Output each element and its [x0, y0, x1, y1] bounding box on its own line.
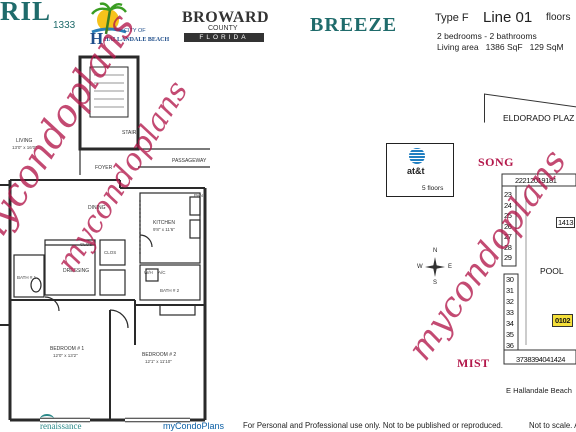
city-logo-line1: CITY OF [124, 28, 146, 34]
compass-icon [425, 257, 445, 277]
pool-label: POOL [540, 266, 564, 276]
att-floors: 5 floors [422, 185, 444, 192]
att-building [386, 143, 454, 197]
street-label: E Hallandale Beach [506, 386, 572, 395]
site-mid-units: 30 31 32 33 34 35 36 [506, 274, 520, 351]
unit-33: 33 [506, 308, 514, 317]
room-dressing: DRESSING [63, 268, 90, 274]
unit-25: 25 [504, 211, 512, 220]
room-passageway: PASSAGEWAY [172, 158, 207, 164]
att-logo: at&t [407, 166, 425, 176]
unit-27: 27 [504, 232, 512, 241]
city-logo-line2: HALLANDALE BEACH [104, 37, 170, 43]
unit-35: 35 [506, 330, 514, 339]
unit-31: 31 [506, 286, 514, 295]
building-name-partial: RIL [0, 0, 52, 26]
site-top-units: 22212019181 [515, 176, 557, 185]
renaissance-logo-icon [40, 414, 54, 424]
unit-line: Line 01 [483, 9, 533, 26]
city-logo-h: H [90, 29, 104, 48]
room-kitchen: KITCHEN [153, 220, 175, 226]
compass [424, 256, 446, 278]
site-building-outline [501, 173, 576, 365]
compass-e: E [448, 264, 453, 270]
site-right-units: 1413 [556, 217, 576, 228]
unit-23: 23 [504, 190, 512, 199]
broward-logo: BROWARD COUNTY FLORIDA [182, 9, 270, 48]
floors-label: floors [546, 12, 571, 23]
palm-tree-icon [91, 2, 127, 35]
compass-w: W [417, 264, 423, 270]
song-label: SONG [478, 155, 515, 169]
room-clos-2: CLOS [104, 250, 117, 255]
compass-n: N [433, 248, 438, 254]
eldorado-plaza-label: ELDORADO PLAZ [503, 113, 575, 123]
footer-disclaimer: For Personal and Professional use only. … [243, 421, 503, 430]
room-bath-1: BATH # 1 [17, 275, 37, 280]
footer-not-to-scale: Not to scale. A [529, 421, 576, 430]
bedrooms-info: 2 bedrooms - 2 bathrooms [437, 31, 537, 41]
unit-28: 28 [504, 242, 512, 252]
unit-30: 30 [506, 275, 514, 284]
room-stair: STAIR [122, 130, 137, 136]
room-wh: W/H [144, 270, 153, 275]
mist-label: MIST [457, 356, 490, 370]
room-bedroom-1-size: 12'0" x 13'2" [53, 353, 78, 358]
unit-type: Type F [435, 12, 469, 24]
room-kitchen-size: 9'8" x 11'6" [153, 227, 175, 232]
room-bedroom-2: BEDROOM # 2 [142, 352, 177, 358]
room-dining: DINING [88, 205, 106, 211]
broward-line1: BROWARD [182, 9, 270, 26]
unit-24: 24 [504, 200, 512, 210]
broward-line3: FLORIDA [184, 33, 264, 42]
unit-32: 32 [506, 297, 514, 306]
room-bedroom-1: BEDROOM # 1 [50, 346, 85, 352]
breeze-title: BREEZE [310, 14, 398, 36]
room-foyer: FOYER [95, 165, 113, 171]
site-bottom-units: 3738394041424 [516, 355, 566, 364]
room-ac: A/C [158, 270, 166, 275]
unit-26: 26 [504, 221, 512, 231]
room-bedroom-2-size: 12'1" x 11'10" [145, 359, 172, 364]
unit-29: 29 [504, 253, 512, 262]
renaissance-logo: renaissance [40, 421, 82, 431]
broward-line2: COUNTY [208, 25, 238, 32]
att-globe-icon [409, 148, 425, 164]
footer-mycondoplans: myCondoPlans [163, 421, 225, 431]
city-logo [86, 2, 170, 46]
unit-34: 34 [506, 319, 514, 328]
building-number: 1333 [53, 20, 76, 31]
room-bath-2: BATH # 2 [160, 288, 180, 293]
room-living-size: 13'0" x 16'0" [12, 145, 37, 150]
compass-s: S [433, 280, 438, 286]
highlighted-unit: 0102 [552, 314, 574, 327]
unit-36: 36 [506, 341, 514, 350]
site-left-units: 23 24 25 26 27 28 29 [504, 190, 518, 264]
living-area-info: Living area 1386 SqF 129 SqM [437, 42, 564, 52]
room-pan: PAN [194, 193, 203, 198]
room-clos-1: CLOS [80, 242, 93, 247]
room-living: LIVING [16, 138, 33, 144]
